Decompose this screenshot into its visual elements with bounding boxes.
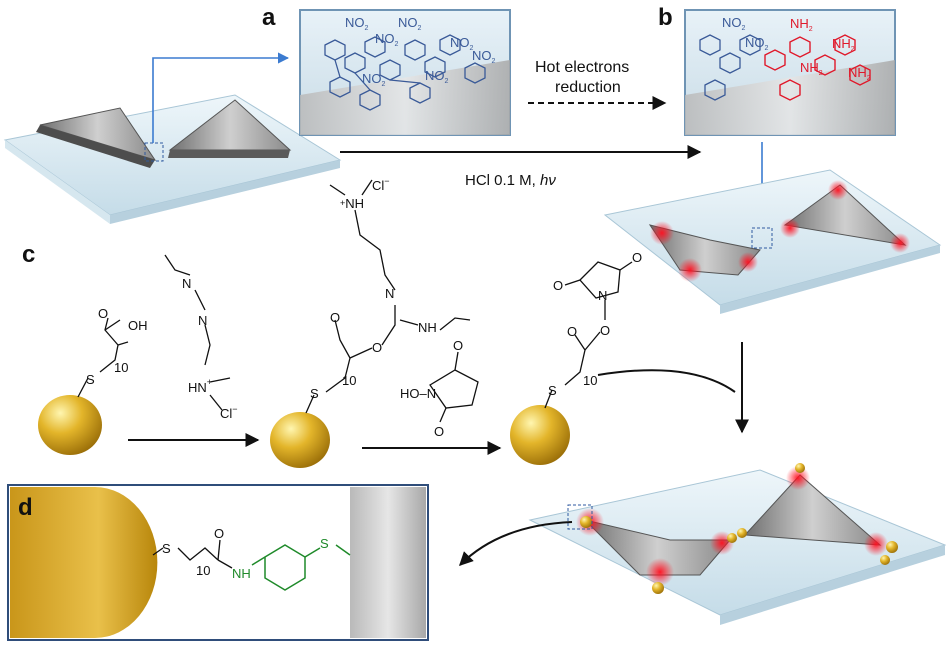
zoom-arrow-a	[152, 52, 290, 143]
edc-hn-plus: HN+	[188, 377, 212, 395]
edc-n1: N	[182, 276, 191, 291]
nhs-ester-linker	[544, 261, 633, 409]
s-atom-d2: S	[320, 536, 329, 551]
nh-atom-d: NH	[232, 566, 251, 581]
o-atom-2a: O	[330, 310, 340, 325]
svg-text:NH2: NH2	[800, 60, 823, 77]
svg-text:NO2: NO2	[398, 15, 422, 32]
nitro-labels-a: NO2 NO2 NO2 NO2 NO2 NO2 NO2	[345, 15, 496, 88]
svg-text:NO2: NO2	[722, 15, 746, 32]
s-atom-d1: S	[162, 541, 171, 556]
s-atom-2: S	[310, 386, 319, 401]
phenyl-ring-d	[251, 544, 351, 591]
panel-label-d: d	[18, 494, 33, 521]
s-atom-3: S	[548, 383, 557, 398]
svg-text:NO2: NO2	[450, 35, 474, 52]
hot-electrons-label: Hot electrons	[535, 59, 629, 76]
cl-minus-2: Cl−	[372, 176, 390, 193]
svg-text:NO2: NO2	[362, 71, 386, 88]
svg-text:NH2: NH2	[790, 16, 813, 33]
arrow-to-d	[459, 521, 573, 566]
o-atom-d: O	[214, 526, 224, 541]
edc-cl-minus: Cl−	[220, 404, 238, 421]
substrate-bowtie-initial	[3, 94, 342, 224]
gold-nanoparticle-2	[270, 412, 330, 468]
panel-label-c: c	[22, 241, 35, 268]
inset-amine-surface	[684, 9, 896, 136]
zoom-box-final	[567, 504, 593, 530]
o-acylisourea-intermediate	[305, 179, 471, 414]
gold-nanoparticle-3	[510, 405, 570, 465]
o-atom-1: O	[98, 306, 108, 321]
subscript-10-1: 10	[114, 360, 128, 375]
gold-nanoparticle-1	[38, 395, 102, 455]
subscript-10-2: 10	[342, 373, 356, 388]
o-atom-3c: O	[553, 278, 563, 293]
svg-text:NH2: NH2	[832, 36, 855, 53]
svg-text:NO2: NO2	[472, 48, 496, 65]
nhs-o-top: O	[453, 338, 463, 353]
svg-text:NO2: NO2	[375, 31, 399, 48]
panel-label-a: a	[262, 4, 276, 31]
carboxyl-thiol-linker	[77, 317, 129, 398]
edc-n2: N	[198, 313, 207, 328]
o-atom-3d: O	[632, 250, 642, 265]
panel-label-b: b	[658, 4, 673, 31]
amine-labels-b: NO2 NO2 NH2 NH2 NH2 NH2	[722, 15, 871, 82]
amide-thiophenol-linker	[152, 539, 233, 569]
nh-atom-2: NH	[418, 320, 437, 335]
svg-text:NO2: NO2	[425, 68, 449, 85]
n-atom-2: N	[385, 286, 394, 301]
n-atom-3: N	[598, 288, 607, 303]
substrate-bowtie-with-nanoparticles	[528, 463, 946, 625]
nhs-reagent	[429, 351, 479, 423]
inset-nitro-surface	[299, 9, 511, 136]
zoom-box-a	[144, 142, 164, 162]
o-atom-2b: O	[372, 340, 382, 355]
s-atom-1: S	[86, 372, 95, 387]
svg-text:NO2: NO2	[345, 15, 369, 32]
svg-text:NH2: NH2	[848, 65, 871, 82]
substrate-bowtie-functionalized	[603, 169, 942, 314]
subscript-10-3: 10	[583, 373, 597, 388]
o-atom-3a: O	[567, 324, 577, 339]
panel-d-inset	[7, 484, 429, 641]
o-atom-3b: O	[600, 323, 610, 338]
edc-molecule	[164, 254, 231, 411]
nhs-o-bottom: O	[434, 424, 444, 439]
reduction-label: reduction	[555, 79, 621, 96]
oh-group: OH	[128, 318, 148, 333]
zoom-box-b	[751, 227, 773, 249]
svg-text:NO2: NO2	[745, 35, 769, 52]
joining-curve	[597, 369, 736, 393]
nh-plus-2: +NH	[340, 196, 364, 211]
subscript-10-d: 10	[196, 563, 210, 578]
hcl-condition-label: HCl 0.1 M, hν	[465, 172, 556, 189]
nhs-ho-n: HO–N	[400, 386, 436, 401]
